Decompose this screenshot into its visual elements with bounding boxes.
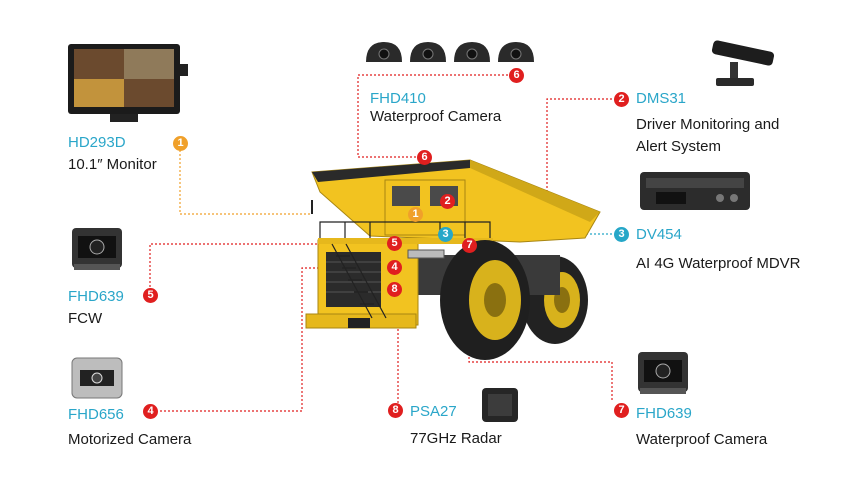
- motorized-camera-icon: [71, 357, 123, 399]
- connector-2: [450, 98, 612, 206]
- truck-marker-5: 5: [387, 236, 402, 251]
- label-model-4: FHD656: [68, 406, 124, 423]
- radar-icon: [482, 388, 518, 422]
- label-marker-4: 4: [143, 404, 158, 419]
- label-desc-6: Waterproof Camera: [370, 108, 502, 125]
- connector-6: [357, 74, 512, 158]
- label-model-3: DV454: [636, 226, 682, 243]
- truck-marker-4: 4: [387, 260, 402, 275]
- label-desc-2: Driver Monitoring and Alert System: [636, 116, 780, 155]
- label-desc-5: FCW: [68, 310, 103, 327]
- label-model-8: PSA27: [410, 403, 457, 420]
- connector-4: [160, 267, 393, 412]
- truck-marker-8: 8: [387, 282, 402, 297]
- monitor-icon: [68, 44, 188, 122]
- label-desc-1: 10.1″ Monitor: [68, 156, 157, 173]
- camera-icon: [638, 352, 688, 394]
- truck-marker-3: 3: [438, 227, 453, 242]
- dome-camera-icon: [366, 42, 534, 62]
- label-desc-4: Motorized Camera: [68, 431, 192, 448]
- label-model-2: DMS31: [636, 90, 687, 107]
- truck-marker-1: 1: [408, 207, 423, 222]
- connector-7: [468, 245, 613, 400]
- label-marker-5: 5: [143, 288, 158, 303]
- label-marker-2: 2: [614, 92, 629, 107]
- truck-marker-2: 2: [440, 194, 455, 209]
- mdvr-icon: [640, 172, 750, 210]
- camera-icon: [72, 228, 122, 270]
- label-model-5: FHD639: [68, 288, 124, 305]
- label-model-6: FHD410: [370, 90, 426, 107]
- label-marker-1: 1: [173, 136, 188, 151]
- label-marker-6: 6: [509, 68, 524, 83]
- label-desc-3: AI 4G Waterproof MDVR: [636, 255, 801, 272]
- label-desc-7: Waterproof Camera: [636, 431, 768, 448]
- label-marker-8: 8: [388, 403, 403, 418]
- label-desc-8: 77GHz Radar: [410, 430, 502, 447]
- connector-1: [179, 150, 312, 215]
- dms-camera-icon: [711, 40, 775, 86]
- mining-truck-illustration: [305, 159, 601, 360]
- label-marker-7: 7: [614, 403, 629, 418]
- label-marker-3: 3: [614, 227, 629, 242]
- label-model-7: FHD639: [636, 405, 692, 422]
- connector-5: [149, 243, 393, 287]
- label-model-1: HD293D: [68, 134, 126, 151]
- truck-marker-6: 6: [417, 150, 432, 165]
- truck-marker-7: 7: [462, 238, 477, 253]
